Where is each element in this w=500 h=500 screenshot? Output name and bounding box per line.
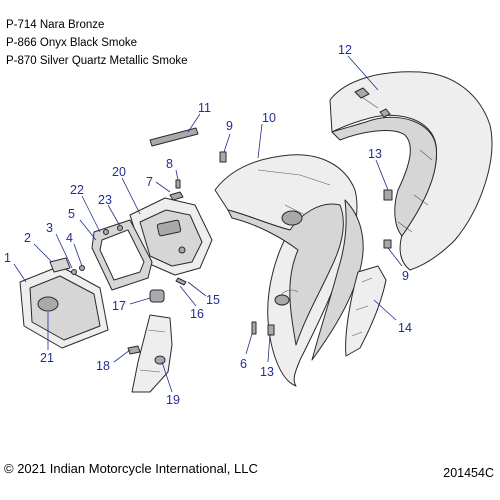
callout-2: 2 <box>24 231 31 245</box>
callout-15: 15 <box>206 293 220 307</box>
callout-20: 20 <box>112 165 126 179</box>
callout-4: 4 <box>66 231 73 245</box>
legend-line-1: P-714 Nara Bronze <box>6 19 105 31</box>
callout-23: 23 <box>98 193 112 207</box>
callout-10: 10 <box>262 111 276 125</box>
legend-line-3: P-870 Silver Quartz Metallic Smoke <box>6 55 188 67</box>
callout-19: 19 <box>166 393 180 407</box>
callout-11: 11 <box>198 101 211 115</box>
part-19-bracket <box>131 314 173 393</box>
callout-labels: 1 2 3 4 5 6 7 8 9 9 10 11 12 13 13 14 15… <box>4 43 412 407</box>
callout-8: 8 <box>166 157 173 171</box>
part-1-cover <box>19 265 109 349</box>
legend-line-2: P-866 Onyx Black Smoke <box>6 37 138 49</box>
callout-22: 22 <box>70 183 84 197</box>
callout-18: 18 <box>96 359 110 373</box>
callout-21: 21 <box>40 351 54 365</box>
callout-6: 6 <box>240 357 247 371</box>
part-17-knob <box>149 289 165 303</box>
part-12-outer-fairing <box>329 71 493 271</box>
callout-7: 7 <box>146 175 153 189</box>
callout-9-top: 9 <box>226 119 233 133</box>
callout-17: 17 <box>112 299 126 313</box>
callout-3: 3 <box>46 221 53 235</box>
part-14-side-trim <box>345 265 387 357</box>
part-2-plate <box>49 257 71 273</box>
callout-9-right: 9 <box>402 269 409 283</box>
callout-16: 16 <box>190 307 204 321</box>
part-11-trim-strip <box>149 127 199 147</box>
callout-5: 5 <box>68 207 75 221</box>
part-18-clip <box>127 345 141 355</box>
callout-13-lower: 13 <box>260 365 274 379</box>
color-legend: P-714 Nara Bronze P-866 Onyx Black Smoke… <box>6 16 188 70</box>
leader-lines <box>13 55 403 393</box>
callout-14: 14 <box>398 321 412 335</box>
part-22-bezel <box>91 219 153 291</box>
callout-1: 1 <box>4 251 11 265</box>
copyright-notice: © 2021 Indian Motorcycle International, … <box>4 461 258 476</box>
part-10-inner-fairing <box>214 154 364 387</box>
fasteners <box>71 151 393 336</box>
diagram-part-number: 201454C <box>443 466 494 480</box>
callout-13-right: 13 <box>368 147 382 161</box>
callout-12: 12 <box>338 43 352 57</box>
